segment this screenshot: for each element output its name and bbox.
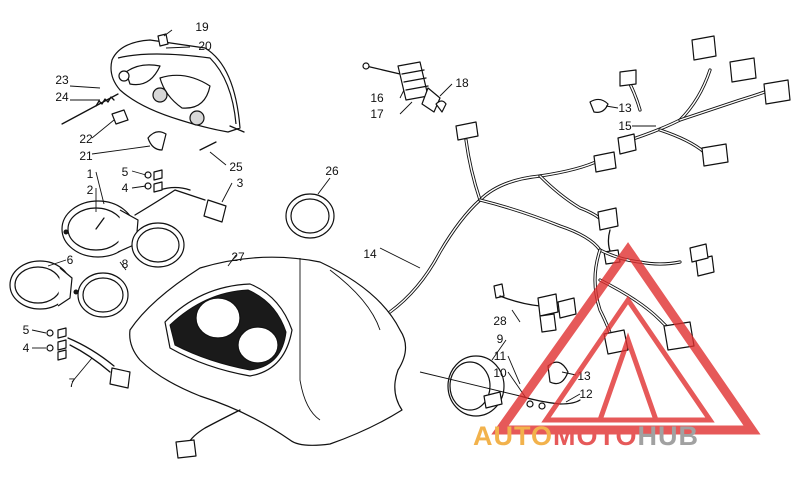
callout-19: 19: [195, 20, 209, 34]
automotohub-watermark: AUTOMOTOHUB: [473, 242, 761, 451]
watermark-word-hub: HUB: [638, 421, 700, 451]
callout-18: 18: [455, 76, 469, 90]
callout-16: 16: [370, 91, 384, 105]
callout-24: 24: [55, 90, 69, 104]
dash-panel: [129, 256, 407, 459]
callout-11: 11: [494, 349, 507, 363]
connector-group: [493, 283, 577, 333]
bulb-socket: [111, 109, 217, 151]
watermark-word-moto: MOTO: [553, 421, 638, 451]
callout-5b: 5: [23, 323, 30, 337]
gauge-gasket-lower: [77, 272, 129, 318]
callout-3: 3: [237, 176, 244, 190]
callout-20: 20: [198, 39, 212, 53]
callout-9: 9: [497, 332, 504, 346]
callout-4a: 4: [122, 181, 129, 195]
adjuster-screw: [61, 93, 119, 125]
callout-6: 6: [67, 253, 74, 267]
callout-labels: 19 20 23 24 22 21 25 5 4 3 1 2 8 6 5 4 7…: [23, 20, 632, 401]
callout-4b: 4: [23, 341, 30, 355]
callout-27: 27: [231, 250, 245, 264]
callout-10: 10: [493, 366, 507, 380]
gauge-pigtail: [46, 327, 131, 389]
wiring-harness: [388, 121, 715, 355]
indicator-housing: [419, 355, 581, 417]
callout-28: 28: [493, 314, 507, 328]
callout-25: 25: [229, 160, 243, 174]
callout-21: 21: [79, 149, 93, 163]
leader-lines: [31, 29, 656, 403]
gauge-gasket-upper: [131, 222, 185, 268]
headlight-assembly: [110, 33, 245, 133]
callout-22: 22: [79, 132, 93, 146]
callout-2: 2: [87, 183, 94, 197]
callout-17: 17: [370, 107, 384, 121]
callout-12: 12: [579, 387, 593, 401]
callout-14: 14: [363, 247, 377, 261]
callout-13a: 13: [618, 101, 632, 115]
callout-15: 15: [618, 119, 632, 133]
watermark-word-auto: AUTO: [473, 421, 553, 451]
callout-26: 26: [325, 164, 339, 178]
callout-1: 1: [87, 167, 94, 181]
tachometer-gauge: [9, 260, 79, 310]
callout-5a: 5: [122, 165, 129, 179]
callout-7: 7: [69, 376, 76, 390]
watermark-text: AUTOMOTOHUB: [473, 421, 699, 451]
callout-23: 23: [55, 73, 69, 87]
callout-8: 8: [122, 257, 129, 271]
cable-tie-upper: [589, 98, 609, 113]
relay: [362, 61, 447, 113]
harness-branch-upper: [617, 35, 791, 167]
cable-tie-lower: [547, 361, 569, 385]
watermark-triangle-logo: [491, 242, 761, 435]
gauge-bezel: [285, 193, 335, 239]
